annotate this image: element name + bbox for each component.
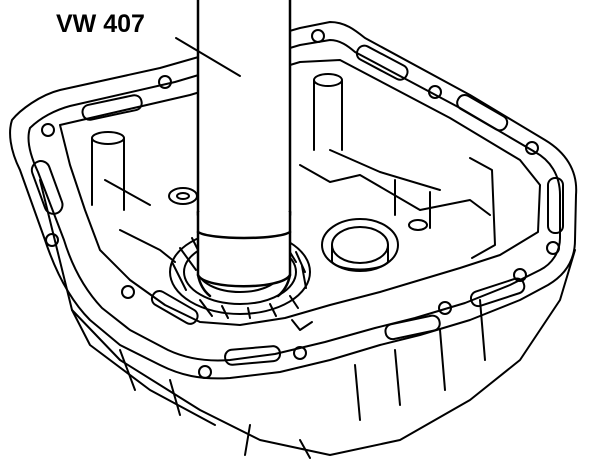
secondary-bore: [321, 218, 428, 272]
flange-bolt-slots: [30, 44, 564, 366]
tool-callout-label: VW 407: [56, 10, 145, 38]
flange-bolt-holes: [41, 29, 560, 379]
interior-bosses: [91, 73, 496, 263]
tool-shaft: [196, 0, 292, 298]
housing-lower-body: [39, 179, 576, 459]
callout-leader-line: [175, 37, 241, 77]
housing-flange: [9, 21, 578, 380]
